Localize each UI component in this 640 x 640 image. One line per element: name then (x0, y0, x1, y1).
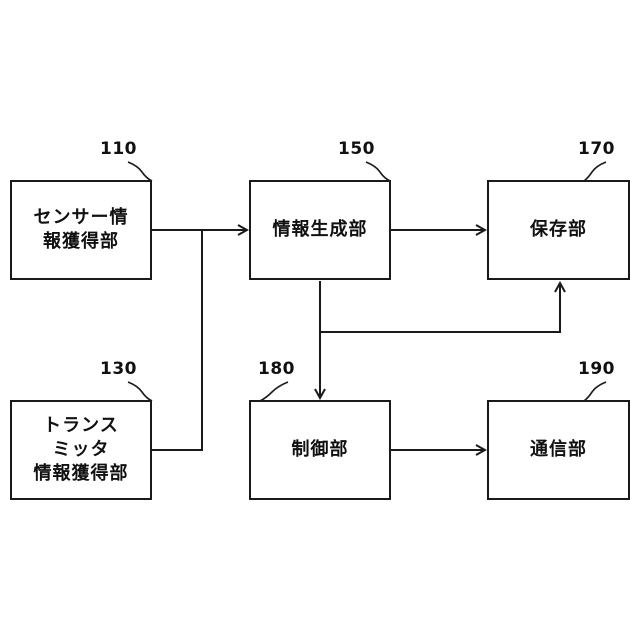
leader-150 (366, 162, 390, 181)
leader-110 (128, 162, 152, 181)
block-storage: 保存部 (487, 180, 630, 280)
block-comm: 通信部 (487, 400, 630, 500)
leader-180 (260, 382, 288, 401)
block-transmitter-label: トランス ミッタ 情報獲得部 (34, 414, 129, 486)
block-control: 制御部 (249, 400, 391, 500)
ref-190: 190 (578, 359, 615, 379)
block-sensor: センサー情 報獲得部 (10, 180, 152, 280)
block-comm-label: 通信部 (530, 438, 587, 462)
leader-190 (584, 382, 606, 401)
leader-130 (128, 382, 152, 401)
block-control-label: 制御部 (292, 438, 349, 462)
line-transmitter-to-junction (152, 230, 202, 450)
block-generator-label: 情報生成部 (273, 218, 368, 242)
ref-110: 110 (100, 139, 137, 159)
block-storage-label: 保存部 (530, 218, 587, 242)
ref-170: 170 (578, 139, 615, 159)
ref-180: 180 (258, 359, 295, 379)
block-generator: 情報生成部 (249, 180, 391, 280)
block-sensor-label: センサー情 報獲得部 (34, 206, 129, 254)
ref-150: 150 (338, 139, 375, 159)
arrow-generator-branch-to-storage (320, 283, 560, 332)
leader-170 (584, 162, 606, 181)
block-transmitter: トランス ミッタ 情報獲得部 (10, 400, 152, 500)
ref-130: 130 (100, 359, 137, 379)
